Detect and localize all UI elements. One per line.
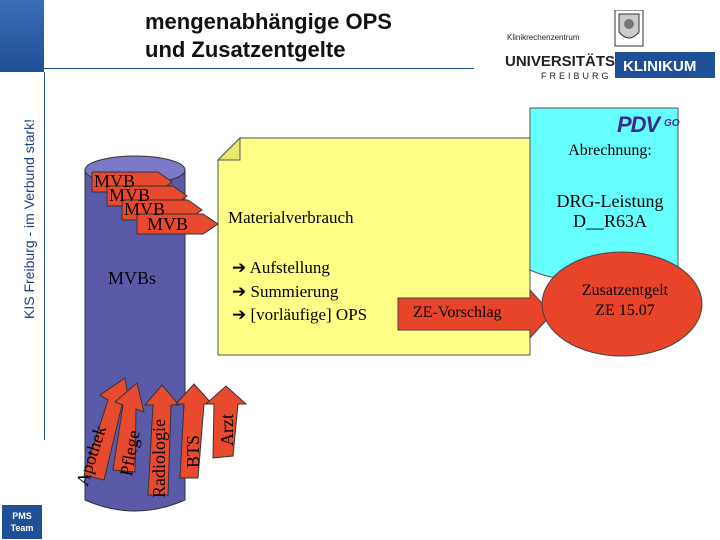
source-arrow-arzt (204, 385, 248, 459)
step-arrow-icon: ➔ (232, 305, 247, 324)
source-label-bts: BTS (183, 434, 203, 468)
billing-title: Abrechnung: (568, 142, 652, 159)
materialverbrauch-label: Materialverbrauch (228, 208, 354, 227)
logo-freiburg-text: FREIBURG (541, 71, 612, 80)
step-arrow-icon: ➔ (232, 258, 247, 277)
sidebar-divider (44, 72, 45, 440)
source-label-arzt: Arzt (217, 414, 237, 446)
zusatzentgelt-code: ZE 15.07 (595, 302, 655, 319)
pms-logo-line1: PMS (12, 511, 32, 521)
ze-vorschlag-label: ZE-Vorschlag (413, 304, 502, 321)
step-aufstellung-label: Aufstellung (249, 258, 330, 277)
klinikrechenzentrum-label: Klinikrechenzentrum (507, 33, 580, 42)
drg-leistung-label: DRG-Leistung (556, 191, 664, 211)
source-label-radiologie: Radiologie (149, 419, 169, 498)
pms-logo-line2: Team (10, 523, 34, 533)
step-summierung: ➔ Summierung (232, 282, 338, 302)
pdv-logo-suffix: GO (664, 118, 680, 129)
mvb-label-1: MVB (94, 171, 136, 191)
title-line-1: mengenabhängige OPS (145, 9, 392, 34)
drg-code: D__R63A (572, 211, 647, 231)
source-arrow-pflege (112, 382, 145, 473)
mvb-label-2: MVB (109, 185, 151, 205)
note-fold (216, 136, 241, 161)
mvb-label-3: MVB (124, 199, 166, 219)
zusatzentgelt-label: Zusatzentgelt (581, 282, 669, 299)
page-title: mengenabhängige OPS und Zusatzentgelte (145, 8, 465, 64)
mvb-label-4: MVB (147, 214, 189, 234)
zusatzentgelt-oval (541, 251, 703, 357)
mvb-stack (91, 171, 219, 235)
source-arrow-bts (174, 383, 214, 479)
sidebar-header-band (0, 0, 44, 72)
step-aufstellung: ➔ Aufstellung (232, 258, 330, 278)
title-underline (44, 68, 474, 69)
step-ops: ➔ [vorläufige] OPS (232, 305, 367, 325)
university-klinikum-logo: Klinikrechenzentrum UNIVERSITÄTS FREIBUR… (505, 10, 715, 80)
title-line-2: und Zusatzentgelte (145, 37, 346, 62)
step-summierung-label: Summierung (250, 282, 339, 301)
pms-team-logo: PMS Team (2, 505, 42, 539)
step-arrow-icon: ➔ (232, 282, 247, 301)
logo-universitaets-text: UNIVERSITÄTS (505, 53, 615, 70)
logo-klinikum-text: KLINIKUM (623, 58, 696, 75)
ze-vorschlag-arrow (397, 288, 553, 340)
pdv-logo: PDV (617, 112, 660, 137)
step-ops-label: [vorläufige] OPS (250, 305, 368, 324)
source-arrows (83, 377, 248, 496)
cylinder-label: MVBs (108, 268, 157, 288)
mvb-arrow-4 (136, 213, 219, 235)
source-arrow-radiologie (143, 384, 181, 496)
